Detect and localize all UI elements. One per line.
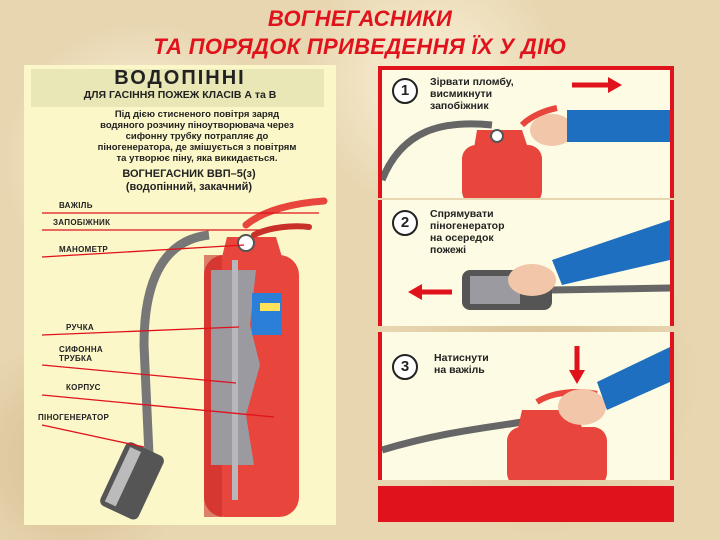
step-number: 1: [392, 78, 418, 104]
hand: [530, 114, 574, 146]
step-3-illustration: [382, 346, 670, 480]
hand: [558, 389, 606, 425]
part-label-safety-pin: ЗАПОБІЖНИК: [53, 218, 111, 227]
part-label-foam-generator: ПІНОГЕНЕРАТОР: [38, 413, 110, 422]
step-1-illustration: [382, 77, 670, 198]
handle: [251, 223, 312, 238]
part-label-lever: ВАЖІЛЬ: [59, 201, 93, 210]
poster-heading: ВОДОПІННІ: [114, 67, 246, 89]
sleeve: [597, 347, 670, 410]
poster-header-band: [31, 69, 324, 107]
part-label-body: КОРПУС: [66, 383, 101, 392]
sleeve: [567, 110, 670, 142]
siphon-tube: [232, 260, 238, 500]
step-3-panel: 3 Натиснути на важіль: [378, 332, 674, 480]
part-label-siphon-tube: СИФОННА ТРУБКА: [59, 345, 104, 363]
part-label-handle: РУЧКА: [66, 323, 94, 332]
foam-generator: [100, 442, 164, 520]
step-instruction: Спрямувати піногенератор на осередок пож…: [430, 208, 505, 256]
direction-arrow-head: [408, 284, 422, 300]
poster-subheading: ДЛЯ ГАСІННЯ ПОЖЕЖ КЛАСІВ А та В: [83, 89, 277, 101]
hose: [139, 230, 210, 456]
page-title-line-1: ВОГНЕГАСНИКИ: [267, 6, 453, 31]
press-arrow-head: [569, 370, 585, 384]
extinguisher-model: ВОГНЕГАСНИК ВВП–5(з) (водопінний, закачн…: [122, 168, 256, 193]
step-instruction: Натиснути на важіль: [434, 352, 489, 376]
lever: [242, 197, 328, 229]
extinguisher-top: [462, 145, 542, 198]
sleeve: [552, 220, 670, 285]
page-title-line-2: ТА ПОРЯДОК ПРИВЕДЕННЯ ЇХ У ДІЮ: [153, 34, 567, 59]
poster-description: Під дією стисненого повітря заряд водяно…: [97, 109, 297, 164]
part-leader-lines: [41, 212, 319, 448]
label-plate: [252, 293, 282, 335]
step-instruction: Зірвати пломбу, висмикнути запобіжник: [430, 76, 514, 112]
step-2-illustration: [408, 220, 670, 310]
extinguisher-illustration: [41, 197, 328, 520]
step-number: 2: [392, 210, 418, 236]
step-2-panel: 2 Спрямувати піногенератор на осередок п…: [378, 200, 674, 326]
hand: [508, 264, 556, 296]
pressure-gauge: [237, 234, 255, 252]
step-number: 3: [392, 354, 418, 380]
extinguisher-top: [507, 427, 607, 480]
part-label-gauge: МАНОМЕТР: [59, 245, 109, 254]
steps-footer-band: [378, 486, 674, 522]
pull-arrow-head: [608, 77, 622, 93]
step-1-panel: 1 Зірвати пломбу, висмикнути запобіжник: [378, 66, 674, 198]
foam-extinguisher-poster: ВОДОПІННІ ДЛЯ ГАСІННЯ ПОЖЕЖ КЛАСІВ А та …: [24, 65, 336, 525]
